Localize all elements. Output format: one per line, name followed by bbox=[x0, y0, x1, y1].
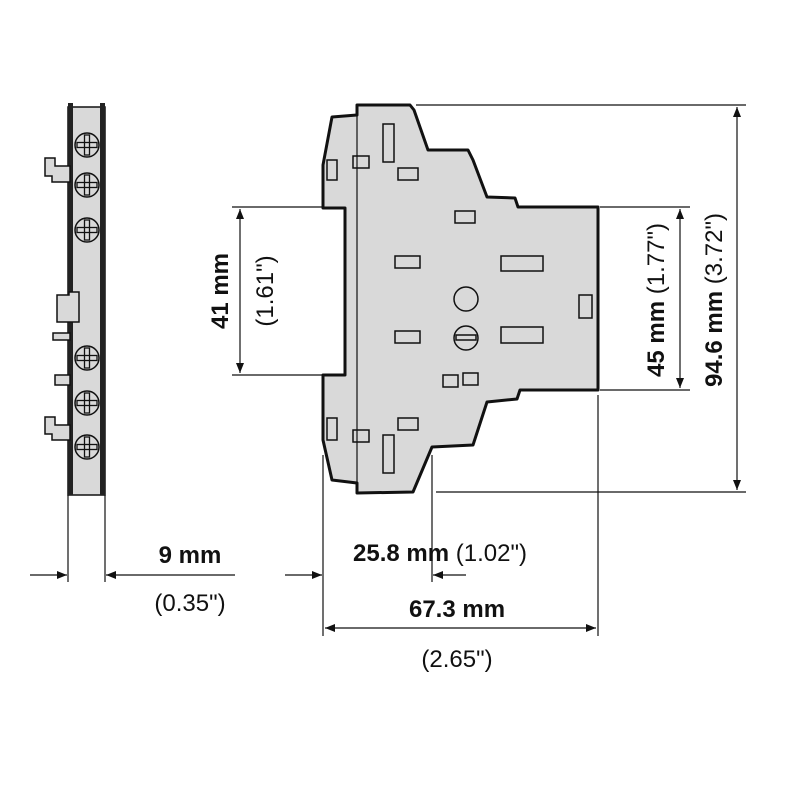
dim-94-6-mm: 94.6 mm bbox=[701, 291, 728, 387]
dim-41-inch: (1.61") bbox=[252, 255, 279, 326]
dim-9-inch: (0.35") bbox=[154, 590, 225, 617]
terminal-screw-icon bbox=[74, 345, 100, 371]
terminal-screw-icon bbox=[74, 132, 100, 158]
dimension-lines bbox=[30, 104, 746, 636]
dim-25-8-inch: (1.02") bbox=[456, 540, 527, 567]
dim-45-mm: 45 mm bbox=[643, 301, 670, 377]
pin bbox=[52, 332, 71, 341]
mounting-tab bbox=[44, 416, 71, 441]
dim-25-8-mm: 25.8 mm bbox=[353, 540, 449, 567]
dim-9-mm: 9 mm bbox=[159, 542, 222, 569]
front-view-auxiliary-contact bbox=[321, 103, 600, 495]
terminal-screw-icon bbox=[74, 217, 100, 243]
terminal-screw-icon bbox=[74, 390, 100, 416]
dim-45-label: 45 mm (1.77") bbox=[643, 223, 670, 377]
dim-25-8-label: 25.8 mm (1.02") bbox=[353, 540, 527, 567]
dim-45-inch: (1.77") bbox=[643, 223, 670, 294]
dim-67-3-inch: (2.65") bbox=[421, 646, 492, 673]
side-view-auxiliary-contact bbox=[44, 103, 106, 505]
dim-94-6-inch: (3.72") bbox=[701, 213, 728, 284]
clip bbox=[56, 291, 80, 323]
pin bbox=[54, 374, 71, 386]
dim-94-6-label: 94.6 mm (3.72") bbox=[701, 213, 728, 387]
terminal-screw-icon bbox=[74, 434, 100, 460]
dim-67-3-mm: 67.3 mm bbox=[409, 596, 505, 623]
terminal-screw-icon bbox=[74, 172, 100, 198]
mounting-tab bbox=[44, 157, 71, 183]
dim-41-mm: 41 mm bbox=[207, 253, 234, 329]
